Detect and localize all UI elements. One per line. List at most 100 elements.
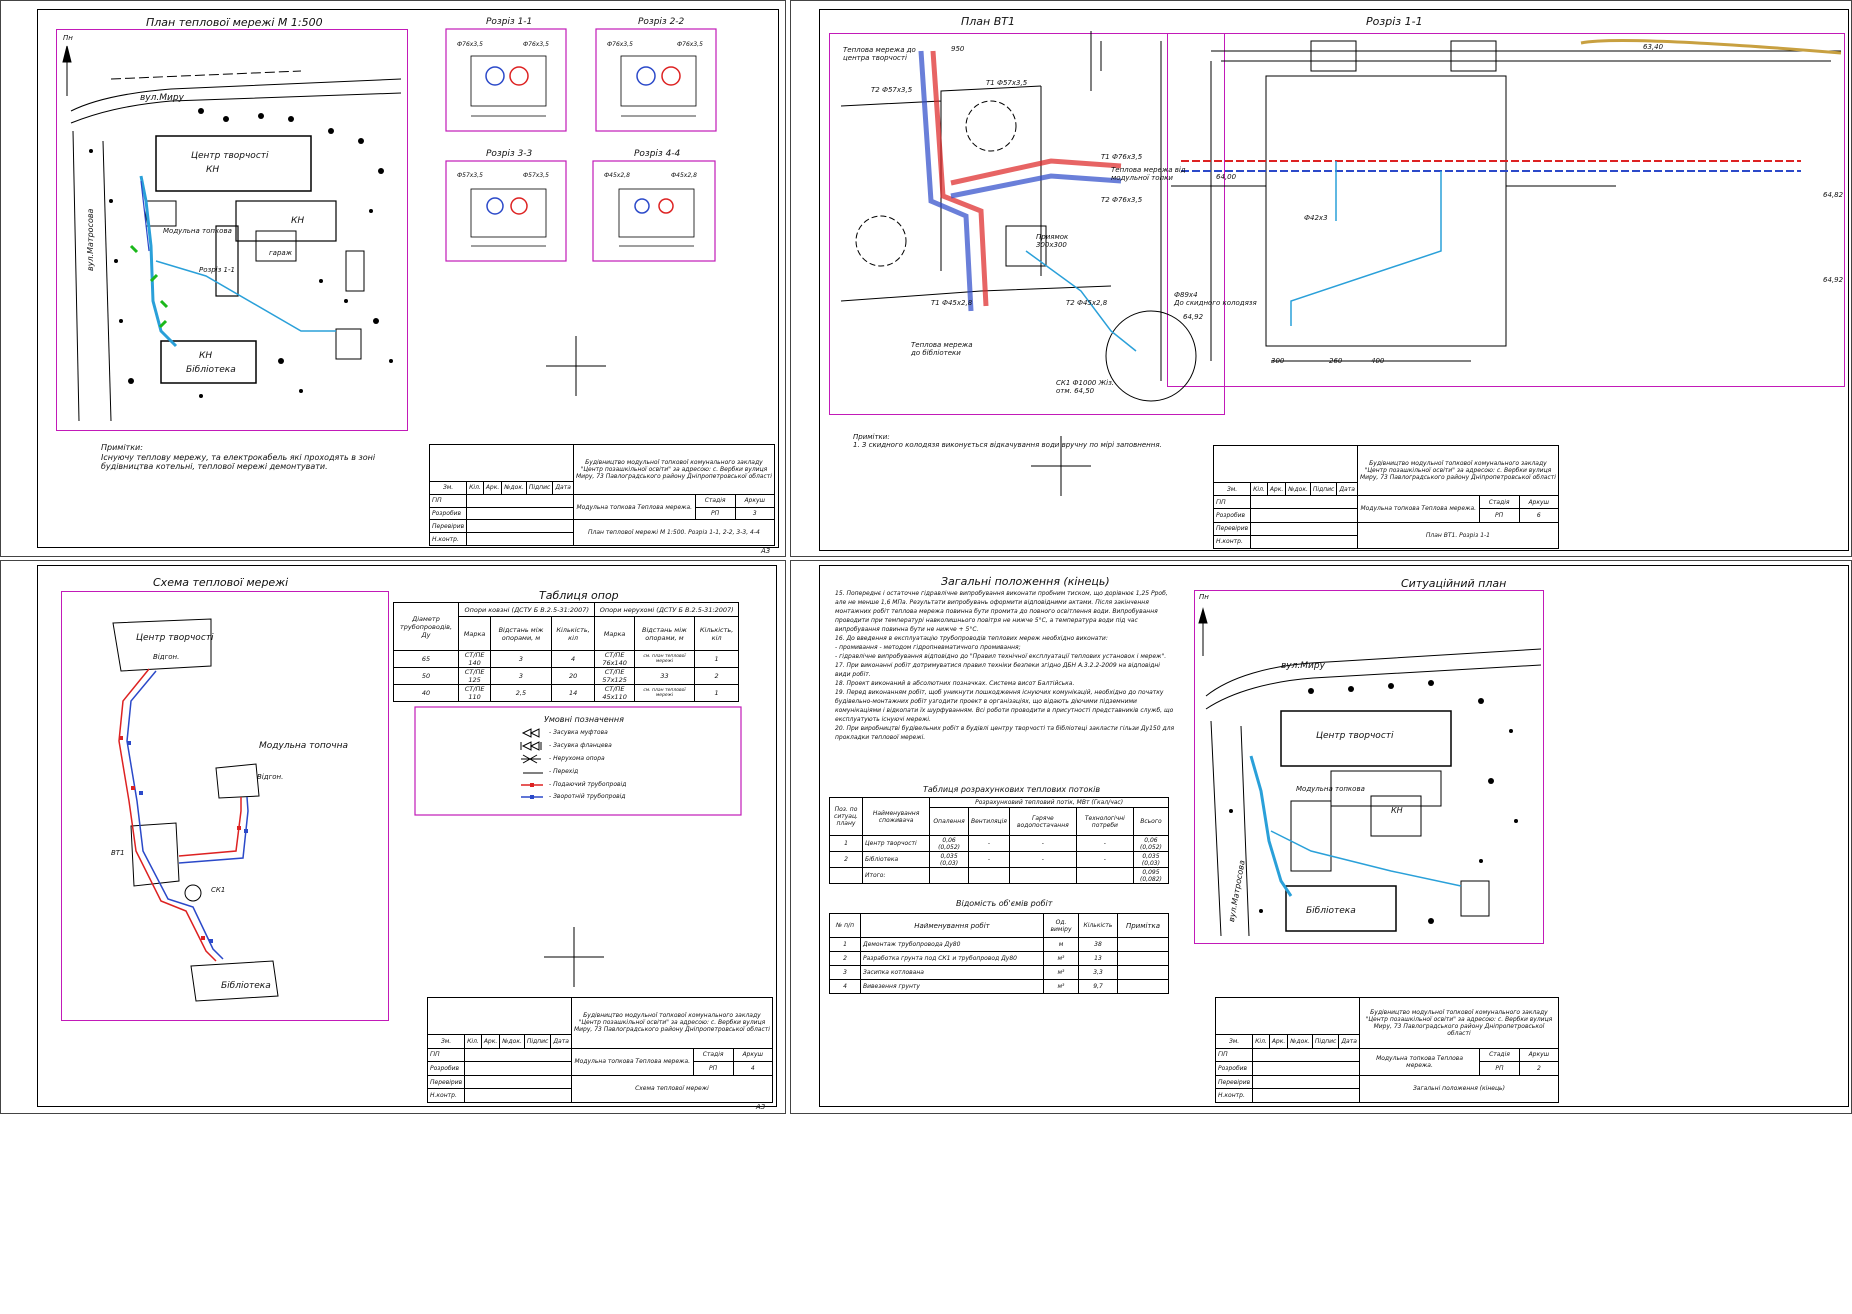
works-head-unit: Од. виміру bbox=[1043, 913, 1079, 938]
general-par-16: 16. До введення в експлуатацію трубопров… bbox=[835, 635, 1108, 642]
section-3-title: Розріз 3-3 bbox=[486, 149, 533, 159]
scheme-viewport bbox=[61, 591, 389, 1021]
works-head-note: Примітка bbox=[1117, 913, 1169, 938]
title-block: Будівництво модульної топкової комунальн… bbox=[1212, 444, 1560, 550]
sheet-number: 2 bbox=[1518, 1061, 1560, 1076]
vt1-drawing bbox=[840, 31, 1842, 496]
cell bbox=[1075, 867, 1134, 884]
cell: 0,06 (0,052) bbox=[929, 835, 969, 852]
cell: - bbox=[1075, 851, 1134, 868]
project-title: Будівництво модульної топкової комунальн… bbox=[1356, 444, 1560, 497]
pipe-label-5: Т1 Ф45х2,8 bbox=[931, 299, 973, 307]
site-library-label: Бібліотека bbox=[1306, 906, 1356, 916]
cell: Вивезення грунту bbox=[860, 979, 1044, 994]
cell: 1 bbox=[829, 835, 863, 852]
notes-head: Примітки: bbox=[101, 443, 143, 452]
cell: 4 bbox=[829, 979, 861, 994]
cell: 65 bbox=[393, 650, 459, 668]
section-2-t2: Ф76х3,5 bbox=[607, 41, 633, 48]
col-zm: Зм. bbox=[1214, 1034, 1254, 1049]
cell: Разработка грунта под СК1 и трубопровод … bbox=[860, 951, 1044, 966]
cell: 2 bbox=[829, 951, 861, 966]
cell bbox=[829, 867, 863, 884]
cell: 38 bbox=[1078, 937, 1118, 952]
sheet-frame bbox=[37, 565, 777, 1107]
sheet-head: Аркуш bbox=[734, 493, 775, 508]
col-sign: Підпис bbox=[523, 1034, 552, 1049]
cell: 3 bbox=[490, 650, 552, 668]
legend-item-6: - Зворотній трубопровід bbox=[549, 793, 626, 800]
cell: 13 bbox=[1078, 951, 1118, 966]
table-row: Итого:0,095 (0,082) bbox=[829, 867, 1170, 884]
row-checker: Перевірив bbox=[426, 1074, 466, 1090]
street-myru-label: вул.Миру bbox=[140, 93, 184, 103]
sk1-label: СК1 Ф1000 Жіз. отм. 64,50 bbox=[1056, 379, 1115, 395]
stage-value: РП bbox=[1479, 1061, 1520, 1076]
cell: 1 bbox=[694, 684, 739, 702]
cell: СТ/ПЕ 110 bbox=[457, 684, 492, 702]
sheet-number: 4 bbox=[732, 1061, 773, 1076]
general-par-18: 18. Проект виконаний в абсолютних познач… bbox=[835, 680, 1075, 687]
section-viewport bbox=[1167, 33, 1845, 387]
scheme-vt1-label: ВТ1 bbox=[111, 849, 125, 857]
dim-4: 400 bbox=[1371, 357, 1385, 365]
notes-text: Існуючу теплову мережу, та електрокабель… bbox=[101, 453, 376, 471]
general-title: Загальні положення (кінець) bbox=[941, 575, 1110, 588]
sheet-name: Схема теплової мережі bbox=[570, 1074, 774, 1104]
section-1-t1: Ф76х3,5 bbox=[523, 41, 549, 48]
dim-1: 950 bbox=[951, 45, 965, 53]
pipe-label-6: Т2 Ф45х2,8 bbox=[1066, 299, 1108, 307]
elev-4: 64,92 bbox=[1823, 276, 1844, 284]
section-title: Розріз 1-1 bbox=[1366, 15, 1423, 28]
supports-head-dist-2: Відстань між опорами, м bbox=[633, 616, 696, 651]
cell: СТ/ПЕ 57х125 bbox=[594, 667, 635, 685]
general-par-20: 20. При виробництві будівельних робіт в … bbox=[835, 725, 1175, 741]
cell: см. план теплової мережі bbox=[633, 684, 696, 702]
col-kil: Кіл. bbox=[466, 481, 484, 495]
cell: см. план теплової мережі bbox=[633, 650, 696, 668]
elev-5: 64,92 bbox=[1183, 313, 1204, 321]
row-ncontrol: Н.контр. bbox=[428, 532, 468, 546]
elev-1: 63,40 bbox=[1643, 43, 1664, 51]
object-name: Модульна топкова Теплова мережа. bbox=[570, 1047, 694, 1076]
cell: СТ/ПЕ 45х110 bbox=[594, 684, 635, 702]
pipe-label-7: Ф42х3 bbox=[1304, 214, 1328, 222]
col-ark: Арк. bbox=[1266, 481, 1287, 497]
cell: - bbox=[967, 851, 1010, 868]
col-zm: Зм. bbox=[426, 1034, 466, 1049]
cell: 0,095 (0,082) bbox=[1132, 867, 1170, 884]
cell: 0,035 (0,03) bbox=[929, 851, 969, 868]
col-kil: Кіл. bbox=[1250, 481, 1268, 497]
col-zm: Зм. bbox=[428, 481, 468, 495]
to-center-label: Теплова мережа до центра творчості bbox=[843, 46, 916, 62]
supports-head-d: Діаметр трубопроводів, Ду bbox=[393, 602, 459, 651]
site-plan-viewport bbox=[1194, 590, 1544, 944]
cell: 9,7 bbox=[1078, 979, 1118, 994]
stage-value: РП bbox=[694, 506, 736, 521]
sheet-name: Загальні положення (кінець) bbox=[1358, 1074, 1560, 1104]
section-3-t2: Ф57х3,5 bbox=[457, 172, 483, 179]
plan-title: План теплової мережі М 1:500 bbox=[146, 16, 323, 29]
cell: - bbox=[967, 835, 1010, 852]
garage-label: гараж bbox=[269, 249, 293, 257]
notes-text: 1. З скидного колодязя виконується відка… bbox=[853, 441, 1162, 449]
heat-head-hotwater: Гаряче водопостачання bbox=[1008, 807, 1077, 836]
site-center-label: Центр творчості bbox=[1316, 731, 1394, 741]
sheet-number: 6 bbox=[1518, 508, 1559, 523]
library-label: Бібліотека bbox=[186, 365, 236, 375]
col-date: Дата bbox=[552, 481, 574, 495]
heat-head-name: Найменування споживача bbox=[861, 797, 931, 836]
cell: 40 bbox=[393, 684, 459, 702]
row-gip: ГІП bbox=[1214, 1047, 1254, 1063]
legend-item-5: - Подаючий трубопровід bbox=[549, 781, 627, 788]
heat-head-poz: Поз. по ситуац. плану bbox=[829, 797, 863, 836]
cell: 14 bbox=[550, 684, 596, 702]
col-sign: Підпис bbox=[1311, 1034, 1340, 1049]
sheet-network-scheme: Схема теплової мережі Центр творчості Мо… bbox=[0, 560, 786, 1114]
kn-label-2: КН bbox=[291, 216, 305, 226]
